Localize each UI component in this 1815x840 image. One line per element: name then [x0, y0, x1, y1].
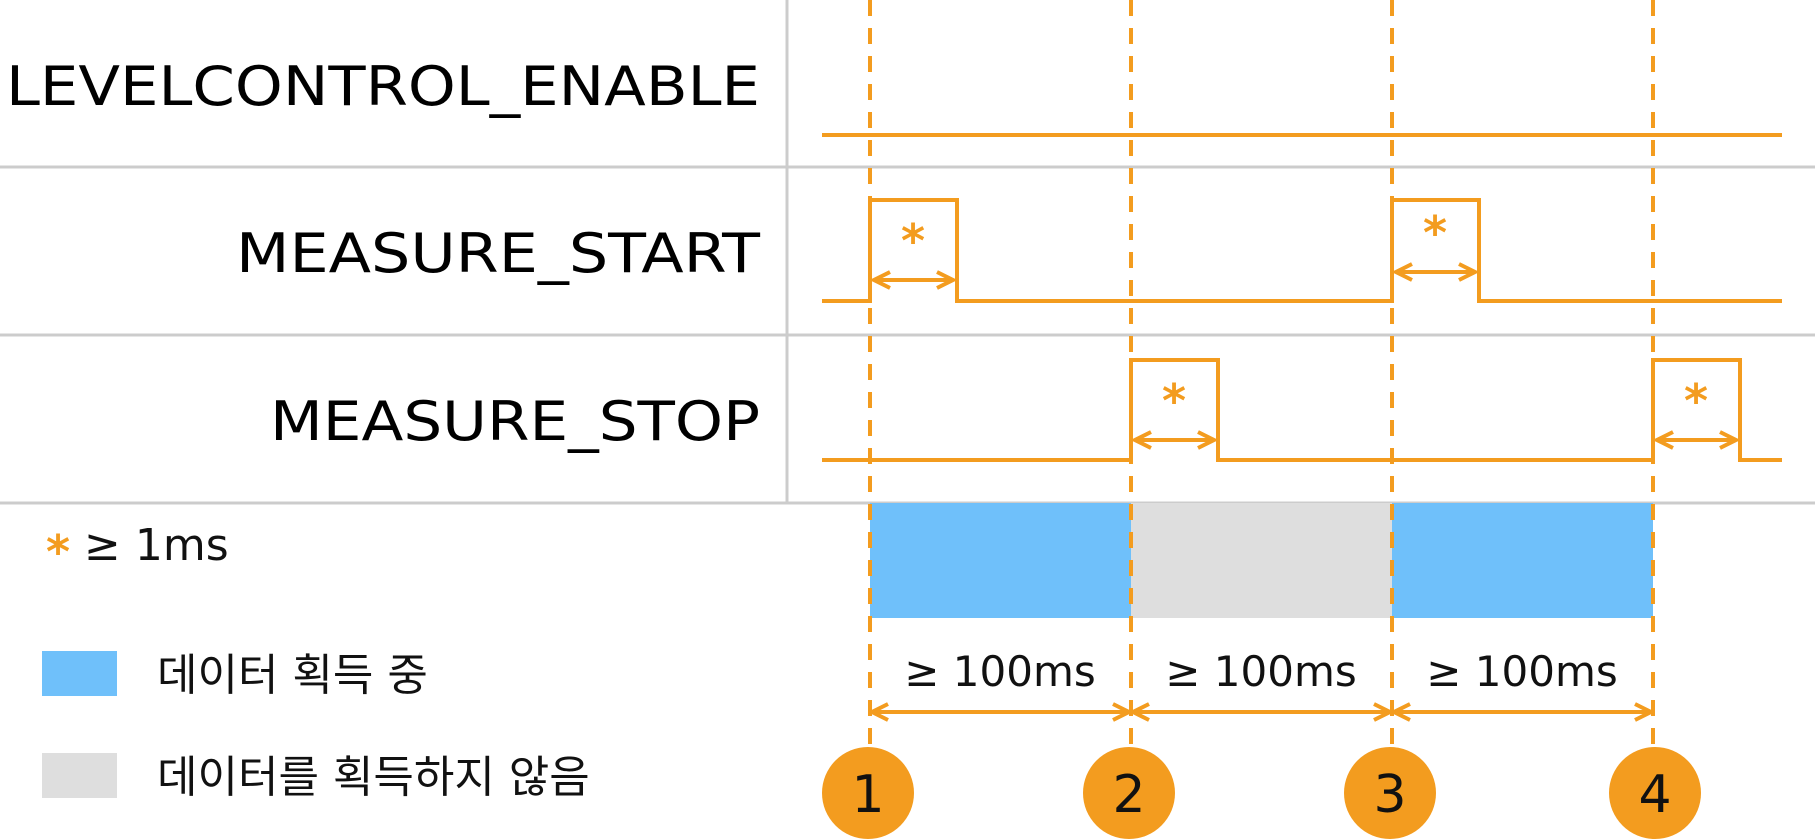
legend-not-acquiring-swatch [42, 753, 117, 798]
legend-star-icon: * [46, 525, 70, 579]
event-marker-4 [1609, 747, 1701, 839]
signal-label-measure-start: MEASURE_START [236, 222, 761, 285]
legend-pulse-note: ≥ 1ms [84, 520, 229, 571]
event-marker-3 [1344, 747, 1436, 839]
event-marker-2 [1083, 747, 1175, 839]
legend-acquiring-label: 데이터 획득 중 [157, 650, 428, 701]
legend-acquiring-swatch [42, 651, 117, 696]
duration-label: ≥ 100ms [904, 647, 1096, 696]
acquiring-block [870, 503, 1131, 618]
not-acquiring-block [1131, 503, 1392, 618]
event-lines [868, 0, 1655, 745]
waveform-measure-stop [822, 358, 1782, 462]
pulse-mark: * [1423, 206, 1447, 260]
duration-label: ≥ 100ms [1165, 647, 1357, 696]
legend-not-acquiring-label: 데이터를 획득하지 않음 [157, 752, 590, 803]
event-marker-label: 4 [1638, 765, 1671, 825]
signal-label-measure-stop: MEASURE_STOP [270, 390, 760, 453]
pulse-mark: * [901, 214, 925, 268]
waveform-measure-start [822, 198, 1782, 303]
duration-label: ≥ 100ms [1426, 647, 1618, 696]
event-marker-1 [822, 747, 914, 839]
event-marker-label: 1 [851, 765, 884, 825]
signal-label-levelcontrol-enable: LEVELCONTROL_ENABLE [6, 55, 760, 118]
event-marker-label: 3 [1373, 765, 1406, 825]
pulse-mark: * [1684, 374, 1708, 428]
acquiring-block [1392, 503, 1653, 618]
event-marker-label: 2 [1112, 765, 1145, 825]
pulse-mark: * [1162, 374, 1186, 428]
